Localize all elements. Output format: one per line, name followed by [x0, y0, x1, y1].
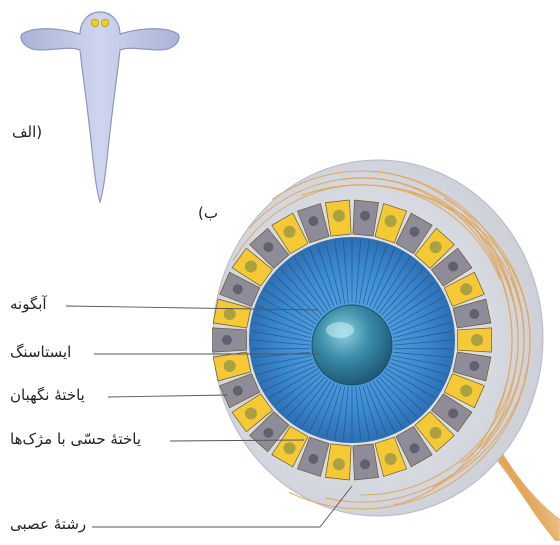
cell-nucleus [469, 309, 479, 319]
cell-nucleus [410, 227, 420, 237]
cell-nucleus [333, 458, 345, 470]
cell-nucleus [245, 408, 257, 420]
planarian-body [21, 12, 179, 202]
cell-nucleus [460, 385, 472, 397]
cell-nucleus [222, 335, 232, 345]
label-statolith: ایستاسنگ [10, 343, 71, 361]
cell-nucleus [410, 443, 420, 453]
label-nerve-fiber: رشتهٔ عصبی [10, 515, 86, 533]
cell-nucleus [333, 210, 345, 222]
statolith [312, 305, 392, 385]
cell-nucleus [233, 284, 243, 294]
cell-nucleus [233, 386, 243, 396]
planarian [21, 12, 179, 202]
leader-supporting-cell [108, 395, 228, 397]
cell-nucleus [263, 428, 273, 438]
cell-nucleus [284, 442, 296, 454]
cell-nucleus [360, 459, 370, 469]
cell-nucleus [460, 283, 472, 295]
cell-nucleus [385, 453, 397, 465]
cell-nucleus [284, 226, 296, 238]
panel-a-label: (الف [12, 123, 42, 141]
cell-nucleus [263, 242, 273, 252]
label-supporting-cell: یاختهٔ نگهبان [10, 386, 85, 404]
cell-nucleus [245, 261, 257, 273]
cell-nucleus [224, 360, 236, 372]
planarian-eyespot-right [101, 19, 108, 26]
cell-nucleus [360, 211, 370, 221]
label-vitreous: آبگونه [10, 295, 47, 313]
cell-nucleus [385, 215, 397, 227]
label-ciliated-cell: یاختهٔ حسّی با مژک‌ها [10, 430, 141, 448]
cell-nucleus [469, 361, 479, 371]
cell-nucleus [308, 454, 318, 464]
cell-nucleus [448, 409, 458, 419]
cell-nucleus [448, 262, 458, 272]
cell-nucleus [224, 308, 236, 320]
statolith-highlight [326, 322, 354, 338]
cell-nucleus [430, 427, 442, 439]
cell-nucleus [430, 241, 442, 253]
cell-nucleus [471, 334, 483, 346]
cell-nucleus [308, 216, 318, 226]
planarian-eyespot-left [91, 19, 98, 26]
panel-b-label: ب) [198, 204, 218, 222]
